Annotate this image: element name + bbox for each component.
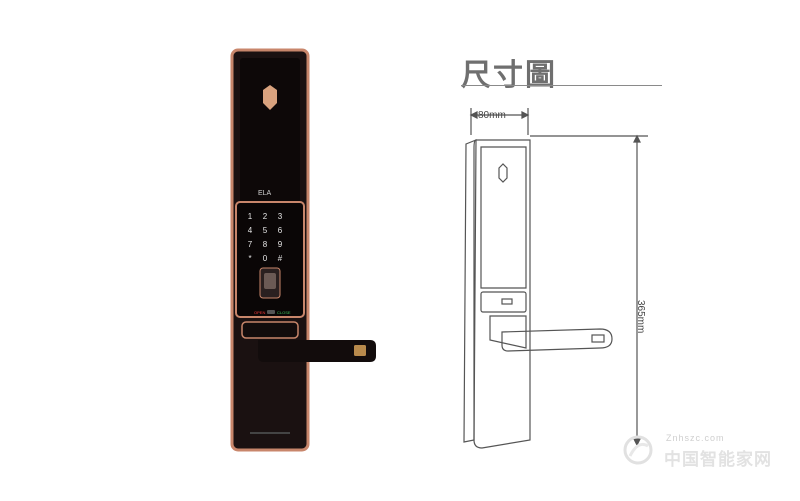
brand-logo: ELA — [258, 190, 272, 197]
keypad-key: 6 — [278, 226, 283, 235]
close-label: CLOSE — [277, 310, 291, 315]
watermark-site: Znhszc.com — [666, 433, 725, 443]
keypad-key: 5 — [263, 226, 268, 235]
keypad-key: 1 — [248, 212, 253, 221]
keypad-key: 0 — [263, 254, 268, 263]
watermark-logo — [623, 435, 653, 465]
keypad-key: 3 — [278, 212, 283, 221]
keypad-key: 4 — [248, 226, 253, 235]
width-dimension-label: 80mm — [478, 110, 506, 121]
page-title: 尺寸圖 — [461, 58, 557, 93]
keypad-key: * — [248, 254, 251, 263]
keypad-key: 2 — [263, 212, 268, 221]
height-dimension-label: 365mm — [635, 300, 646, 334]
keypad-key: 8 — [263, 240, 268, 249]
dimension-drawing — [463, 108, 648, 449]
key-cover-icon — [263, 85, 277, 110]
keypad-key: # — [278, 254, 283, 263]
keypad-key: 9 — [278, 240, 283, 249]
smart-lock-photo: ELA 1 2 3 4 5 6 7 8 9 * 0 # OPEN CLOSE — [230, 48, 376, 452]
keypad-key: 7 — [248, 240, 253, 249]
keypad: 1 2 3 4 5 6 7 8 9 * 0 # — [248, 212, 283, 263]
door-handle — [258, 340, 376, 362]
title-divider — [461, 85, 662, 86]
open-label: OPEN — [254, 310, 265, 315]
watermark-text: 中国智能家网 — [664, 450, 772, 470]
